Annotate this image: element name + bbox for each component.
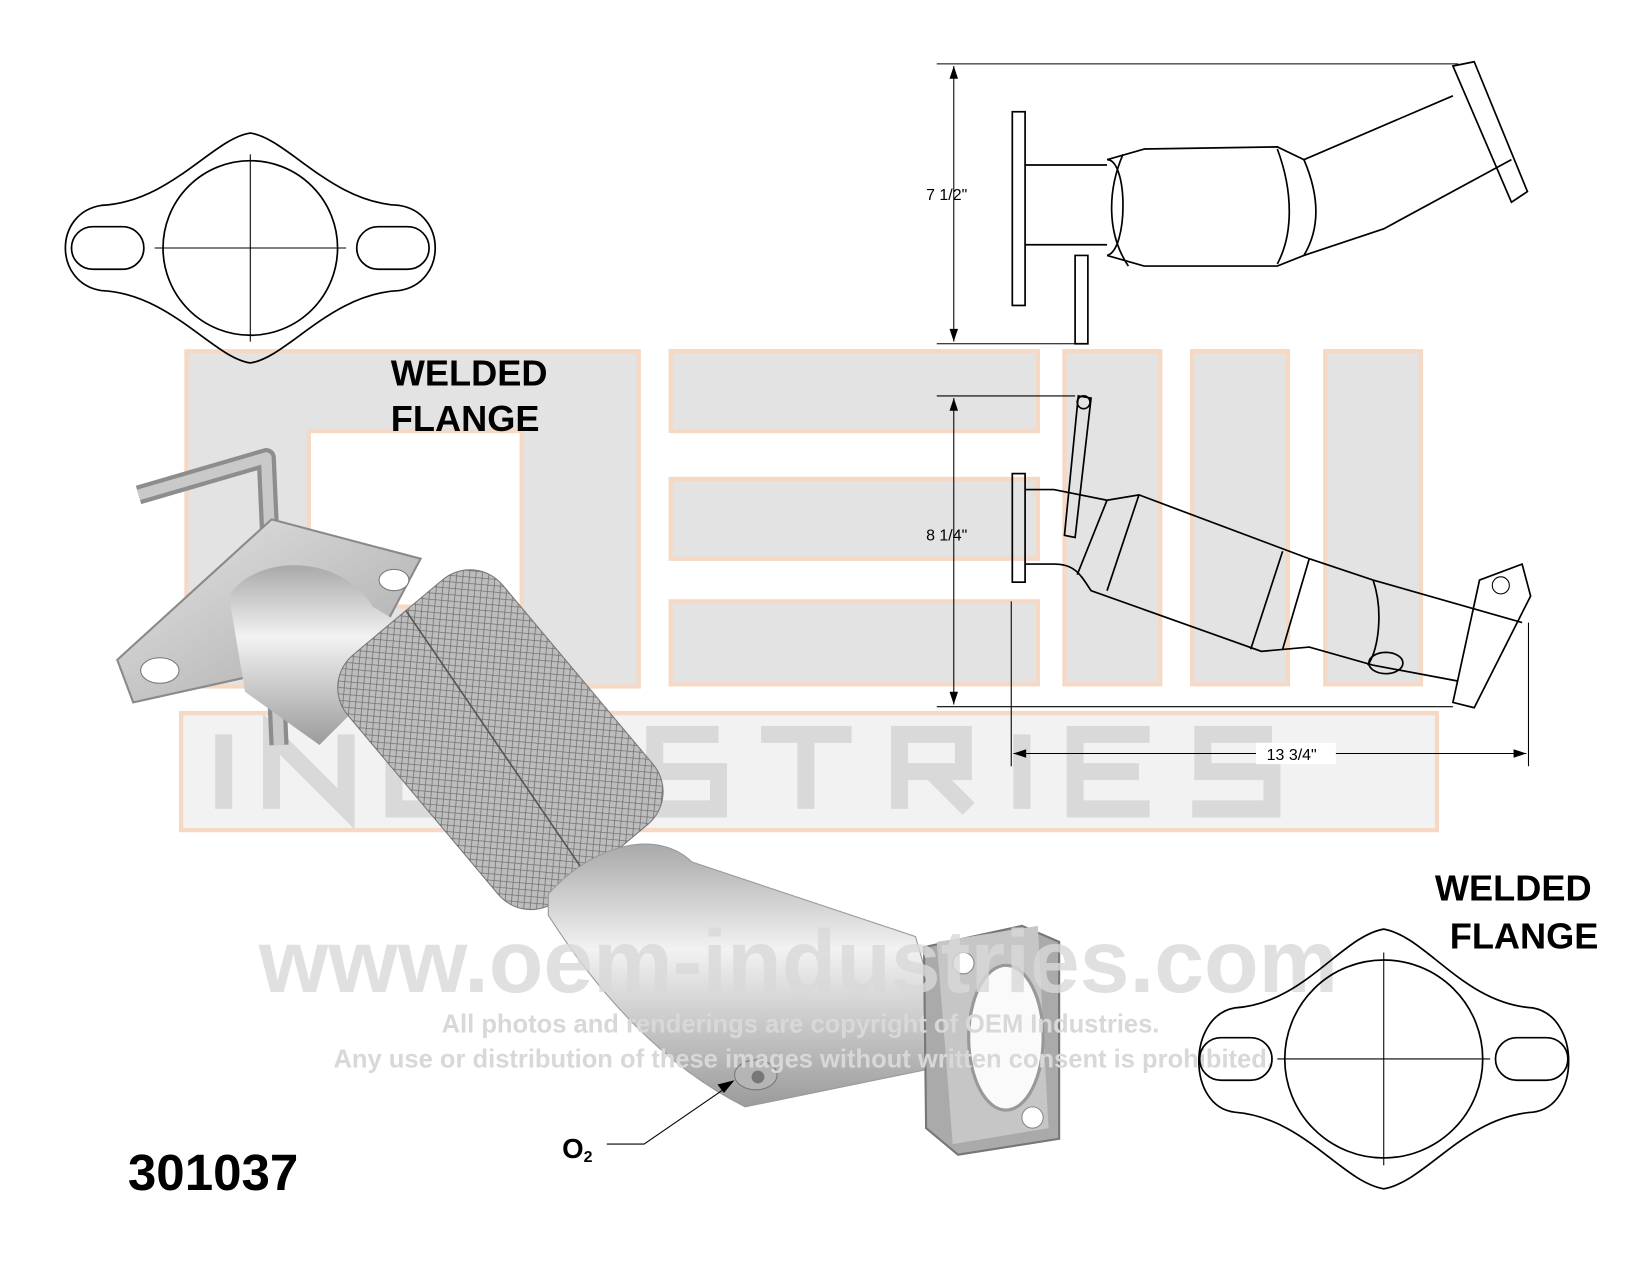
o2-label-subscript: 2: [584, 1149, 593, 1166]
part-number: 301037: [128, 1144, 298, 1201]
side-view-drawing: [936, 60, 1529, 345]
dimension-height-front: 8 1/4": [926, 528, 967, 545]
watermark-url: www.oem-industries.com: [258, 911, 1338, 1011]
dimension-length-bg: [1256, 742, 1336, 765]
o2-label-main: O: [562, 1133, 584, 1164]
watermark-logo: [178, 349, 1440, 833]
dimension-length: 13 3/4": [1267, 747, 1317, 764]
dimension-height-side: 7 1/2": [926, 187, 967, 204]
flange-label-bottom-line2: FLANGE: [1450, 915, 1599, 956]
flange-label-top-line2: FLANGE: [391, 398, 540, 439]
flange-drawing-bottom-right: [1197, 928, 1570, 1190]
front-view-drawing: [936, 394, 1532, 767]
o2-label: O2: [562, 1133, 593, 1166]
o2-leader-line: [606, 1085, 730, 1145]
flange-label-top-line1: WELDED: [391, 352, 548, 393]
rendered-flex-pipe: [116, 448, 1061, 1156]
flange-drawing-top-left: [64, 132, 436, 364]
watermark-copyright-line2: Any use or distribution of these images …: [333, 1045, 1273, 1073]
flange-label-bottom-line1: WELDED: [1435, 867, 1592, 908]
watermark-copyright-line1: All photos and renderings are copyright …: [442, 1010, 1160, 1038]
